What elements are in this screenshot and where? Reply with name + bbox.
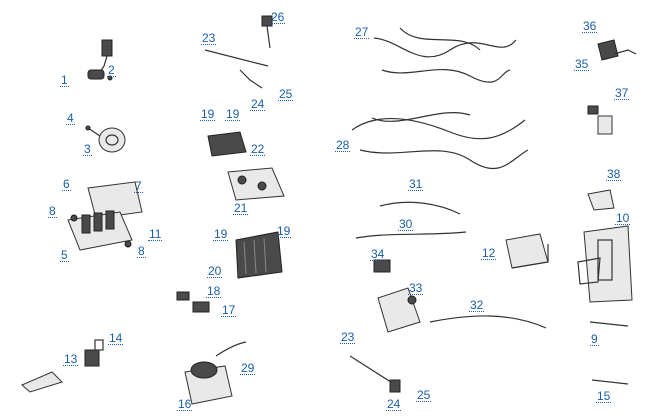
part-sensor-23-top bbox=[204, 15, 273, 89]
callout-1[interactable]: 1 bbox=[60, 73, 69, 87]
callout-25a[interactable]: 25 bbox=[278, 87, 294, 101]
callout-34[interactable]: 34 bbox=[370, 247, 386, 261]
part-regulator-20 bbox=[235, 231, 283, 279]
part-bracket-10 bbox=[577, 225, 633, 303]
callout-9[interactable]: 9 bbox=[590, 332, 599, 346]
part-battery-12 bbox=[505, 233, 549, 269]
callout-14[interactable]: 14 bbox=[108, 331, 124, 345]
callout-35[interactable]: 35 bbox=[574, 57, 590, 71]
part-bracket-38 bbox=[587, 189, 615, 211]
part-module-33 bbox=[377, 287, 421, 333]
callout-38[interactable]: 38 bbox=[606, 167, 622, 181]
part-cable-32 bbox=[429, 315, 547, 329]
callout-19d[interactable]: 19 bbox=[276, 224, 292, 238]
callout-31[interactable]: 31 bbox=[408, 177, 424, 191]
callout-20[interactable]: 20 bbox=[207, 264, 223, 278]
callout-18[interactable]: 18 bbox=[206, 284, 222, 298]
callout-24a[interactable]: 24 bbox=[250, 97, 266, 111]
part-sensor-23-bottom bbox=[349, 355, 401, 393]
callout-3[interactable]: 3 bbox=[83, 142, 92, 156]
part-sensor-1 bbox=[87, 39, 113, 81]
part-ecu-22 bbox=[207, 131, 247, 157]
part-horn-3 bbox=[85, 125, 126, 153]
part-fuse-box-5 bbox=[67, 181, 143, 251]
callout-8b[interactable]: 8 bbox=[137, 244, 146, 258]
callout-28[interactable]: 28 bbox=[335, 138, 351, 152]
callout-30[interactable]: 30 bbox=[398, 217, 414, 231]
callout-15[interactable]: 15 bbox=[596, 389, 612, 403]
callout-32[interactable]: 32 bbox=[469, 298, 485, 312]
part-connector-17 bbox=[176, 291, 210, 313]
part-rod-15 bbox=[591, 379, 629, 385]
part-cable-29 bbox=[215, 341, 247, 357]
callout-24b[interactable]: 24 bbox=[386, 397, 402, 411]
callout-12[interactable]: 12 bbox=[481, 246, 497, 260]
callout-7[interactable]: 7 bbox=[134, 179, 143, 193]
callout-21[interactable]: 21 bbox=[233, 201, 249, 215]
part-switch-set-21 bbox=[227, 167, 285, 201]
callout-25b[interactable]: 25 bbox=[416, 388, 432, 402]
callout-5[interactable]: 5 bbox=[60, 248, 69, 262]
part-sensor-35 bbox=[597, 39, 637, 61]
callout-13[interactable]: 13 bbox=[63, 352, 79, 366]
callout-19c[interactable]: 19 bbox=[213, 227, 229, 241]
callout-4[interactable]: 4 bbox=[66, 111, 75, 125]
callout-19b[interactable]: 19 bbox=[225, 107, 241, 121]
callout-2[interactable]: 2 bbox=[107, 63, 116, 77]
part-cable-31 bbox=[379, 201, 461, 215]
part-bulb-37 bbox=[587, 105, 613, 135]
callout-19a[interactable]: 19 bbox=[200, 107, 216, 121]
part-bracket-34 bbox=[373, 259, 391, 273]
callout-16[interactable]: 16 bbox=[177, 397, 193, 411]
part-harness-28 bbox=[351, 111, 529, 170]
callout-26[interactable]: 26 bbox=[270, 10, 286, 24]
callout-22[interactable]: 22 bbox=[250, 142, 266, 156]
callout-23b[interactable]: 23 bbox=[340, 330, 356, 344]
callout-37[interactable]: 37 bbox=[614, 86, 630, 100]
part-relay-13 bbox=[21, 339, 104, 393]
callout-33[interactable]: 33 bbox=[408, 281, 424, 295]
part-harness-27 bbox=[373, 27, 517, 83]
part-rod-9 bbox=[589, 321, 629, 327]
callout-17[interactable]: 17 bbox=[221, 303, 237, 317]
part-coil-16 bbox=[184, 361, 233, 405]
callout-29[interactable]: 29 bbox=[240, 361, 256, 375]
callout-36[interactable]: 36 bbox=[582, 19, 598, 33]
callout-27[interactable]: 27 bbox=[354, 25, 370, 39]
callout-11[interactable]: 11 bbox=[148, 227, 163, 241]
callout-8a[interactable]: 8 bbox=[48, 204, 57, 218]
callout-6[interactable]: 6 bbox=[62, 177, 71, 191]
callout-23a[interactable]: 23 bbox=[201, 31, 217, 45]
part-cable-30 bbox=[355, 231, 467, 239]
callout-10[interactable]: 10 bbox=[615, 211, 631, 225]
